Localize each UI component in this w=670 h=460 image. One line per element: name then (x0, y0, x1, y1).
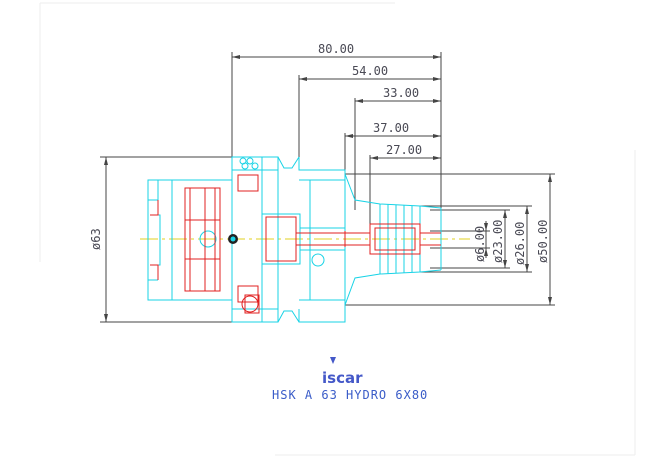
dim-overall-length: 80.00 (318, 42, 354, 56)
dim-dia-63: ø63 (89, 228, 103, 250)
dimension-arrows (104, 55, 552, 322)
brand-accent-icon (330, 357, 336, 364)
dim-dia-23: ø23.00 (491, 220, 505, 263)
dim-dia-50: ø50.00 (536, 220, 550, 263)
svg-text:iscar: iscar (322, 369, 363, 387)
dim-length-37: 37.00 (373, 121, 409, 135)
dim-length-33: 33.00 (383, 86, 419, 100)
hidden-lines (150, 174, 441, 314)
brand-logo: iscar (322, 357, 363, 387)
dim-dia-6: ø6.00 (473, 226, 487, 262)
dim-length-27: 27.00 (386, 143, 422, 157)
hole-marker-center (230, 236, 236, 242)
dimension-lines (100, 52, 555, 323)
dim-length-54: 54.00 (352, 64, 388, 78)
dim-dia-26: ø26.00 (513, 222, 527, 265)
drawing-caption: HSK A 63 HYDRO 6X80 (272, 388, 428, 402)
